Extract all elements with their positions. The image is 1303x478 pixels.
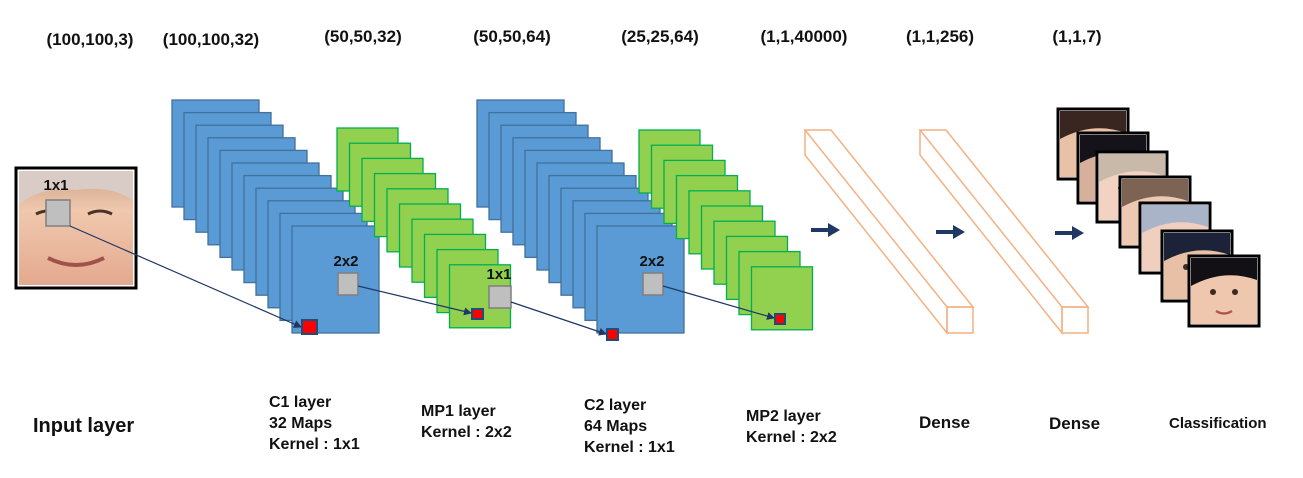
layer-label-c1-name: C1 layer (269, 394, 331, 411)
mp1-feature-maps (336, 127, 512, 329)
shape-label-mp1: (50,50,32) (324, 27, 402, 46)
flow-arrow-dense-output (1055, 226, 1084, 240)
output-face-7 (1187, 254, 1261, 328)
dense-2-end-face (1061, 306, 1089, 334)
input-image-hair (19, 171, 133, 205)
shape-label-mp2: (25,25,64) (621, 27, 699, 46)
mp1-kernel-square (488, 285, 512, 309)
layer-label-c1-maps: 32 Maps (269, 415, 332, 432)
input-kernel-square (45, 199, 71, 227)
input-image-mouth (47, 256, 105, 267)
connection-input-c1 (69, 225, 302, 328)
layer-label-input: Input layer (33, 415, 134, 437)
mp1-target-pixel (471, 308, 484, 320)
dense-layer-1 (803, 129, 975, 336)
c1-target-pixel (301, 319, 318, 335)
mp2-target-pixel (774, 313, 786, 325)
shape-label-dense: (1,1,256) (906, 27, 974, 46)
shape-label-input: (100,100,3) (47, 30, 134, 49)
shape-label-c1: (100,100,32) (163, 30, 259, 49)
c1-kernel-square (337, 272, 359, 296)
flow-arrow-mp2-flatten (811, 223, 840, 237)
layer-label-c2-name: C2 layer (584, 397, 646, 414)
input-image-eye-right (87, 209, 113, 216)
layer-labels: Input layer C1 layer 32 Maps Kernel : 1x… (33, 394, 1267, 456)
classification-output-images (1056, 107, 1261, 328)
layer-label-dense-2: Dense (1049, 414, 1100, 433)
shape-label-output: (1,1,7) (1052, 27, 1101, 46)
shape-labels: (100,100,3) (100,100,32) (50,50,32) (50,… (47, 27, 1102, 49)
c2-target-pixel (606, 328, 619, 341)
layer-label-c1-kernel: Kernel : 1x1 (269, 436, 360, 453)
flow-arrows (811, 223, 1084, 240)
input-face-image: 1x1 (14, 166, 138, 290)
layer-label-dense-1: Dense (919, 413, 970, 432)
kernel-connections (69, 225, 775, 336)
c2-map-11 (596, 225, 685, 334)
connection-mp1-c2 (510, 301, 607, 336)
layer-label-mp1-kernel: Kernel : 2x2 (421, 424, 512, 441)
layer-label-c2-maps: 64 Maps (584, 418, 647, 435)
c1-kernel-label: 2x2 (333, 253, 358, 270)
c1-feature-maps (171, 99, 380, 334)
dense-1-top-face (803, 129, 975, 308)
connection-c1-mp1 (357, 285, 472, 316)
layer-label-c2-kernel: Kernel : 1x1 (584, 439, 675, 456)
dense-1-end-face (946, 306, 974, 334)
mp2-feature-maps (638, 129, 814, 331)
mp1-kernel-label: 1x1 (486, 266, 511, 283)
input-kernel-label: 1x1 (43, 177, 68, 194)
c2-feature-maps (476, 99, 685, 334)
shape-label-c2: (50,50,64) (473, 27, 551, 46)
kernel-markers: 2x2 1x1 2x2 (301, 253, 786, 341)
layer-label-mp2-name: MP2 layer (746, 408, 821, 425)
c2-kernel-square (642, 272, 664, 296)
shape-label-flatten: (1,1,40000) (761, 27, 848, 46)
layer-label-mp1-name: MP1 layer (421, 403, 496, 420)
c2-kernel-label: 2x2 (639, 253, 664, 270)
dense-layer-2 (918, 129, 1090, 336)
flow-arrow-flatten-dense (936, 225, 965, 239)
layer-label-classification: Classification (1169, 415, 1267, 432)
c1-map-11 (291, 225, 380, 334)
connection-c2-mp2 (662, 285, 775, 320)
layer-label-mp2-kernel: Kernel : 2x2 (746, 429, 837, 446)
